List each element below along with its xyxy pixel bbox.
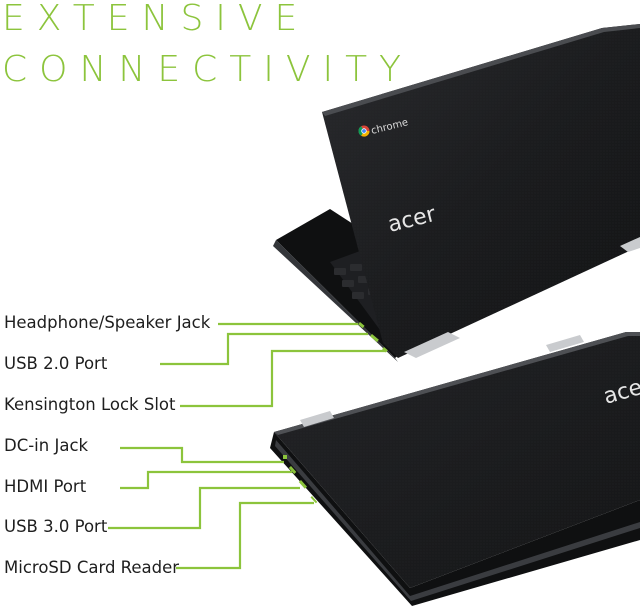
port-dc-in bbox=[283, 455, 287, 459]
port-hdmi bbox=[288, 465, 297, 474]
connector-usb3 bbox=[108, 486, 300, 530]
callout-lines bbox=[108, 322, 386, 570]
lower-side-edge bbox=[270, 432, 640, 606]
label-usb-3-port: USB 3.0 Port bbox=[4, 517, 108, 536]
port-headphone-jack bbox=[358, 322, 365, 329]
headline-line-2: CONNECTIVITY bbox=[2, 49, 414, 90]
port-kensington bbox=[382, 347, 388, 353]
headline-line-1: EXTENSIVE bbox=[2, 0, 310, 39]
port-usb2 bbox=[370, 333, 379, 343]
connector-microsd bbox=[176, 501, 314, 570]
upper-base-edge bbox=[273, 240, 398, 362]
connector-kensington bbox=[180, 349, 386, 408]
connector-hdmi bbox=[120, 470, 292, 490]
label-usb-2-port: USB 2.0 Port bbox=[4, 354, 108, 373]
upper-hinge-right bbox=[620, 237, 640, 252]
port-microsd bbox=[310, 495, 318, 504]
label-kensington-lock-slot: Kensington Lock Slot bbox=[4, 395, 176, 414]
label-microsd-card-reader: MicroSD Card Reader bbox=[4, 558, 180, 577]
lower-hinge-left bbox=[300, 411, 334, 427]
laptop-lower bbox=[270, 332, 640, 606]
laptop-upper bbox=[273, 24, 640, 362]
connector-dc-in bbox=[120, 446, 284, 464]
connector-usb2 bbox=[160, 332, 368, 366]
label-hdmi-port: HDMI Port bbox=[4, 477, 87, 496]
chrome-icon bbox=[358, 125, 370, 137]
upper-hinge-left bbox=[404, 332, 460, 358]
port-usb3 bbox=[298, 480, 308, 489]
label-dc-in-jack: DC-in Jack bbox=[4, 436, 89, 455]
label-headphone-speaker-jack: Headphone/Speaker Jack bbox=[4, 313, 211, 332]
lower-hinge-right bbox=[546, 335, 584, 352]
